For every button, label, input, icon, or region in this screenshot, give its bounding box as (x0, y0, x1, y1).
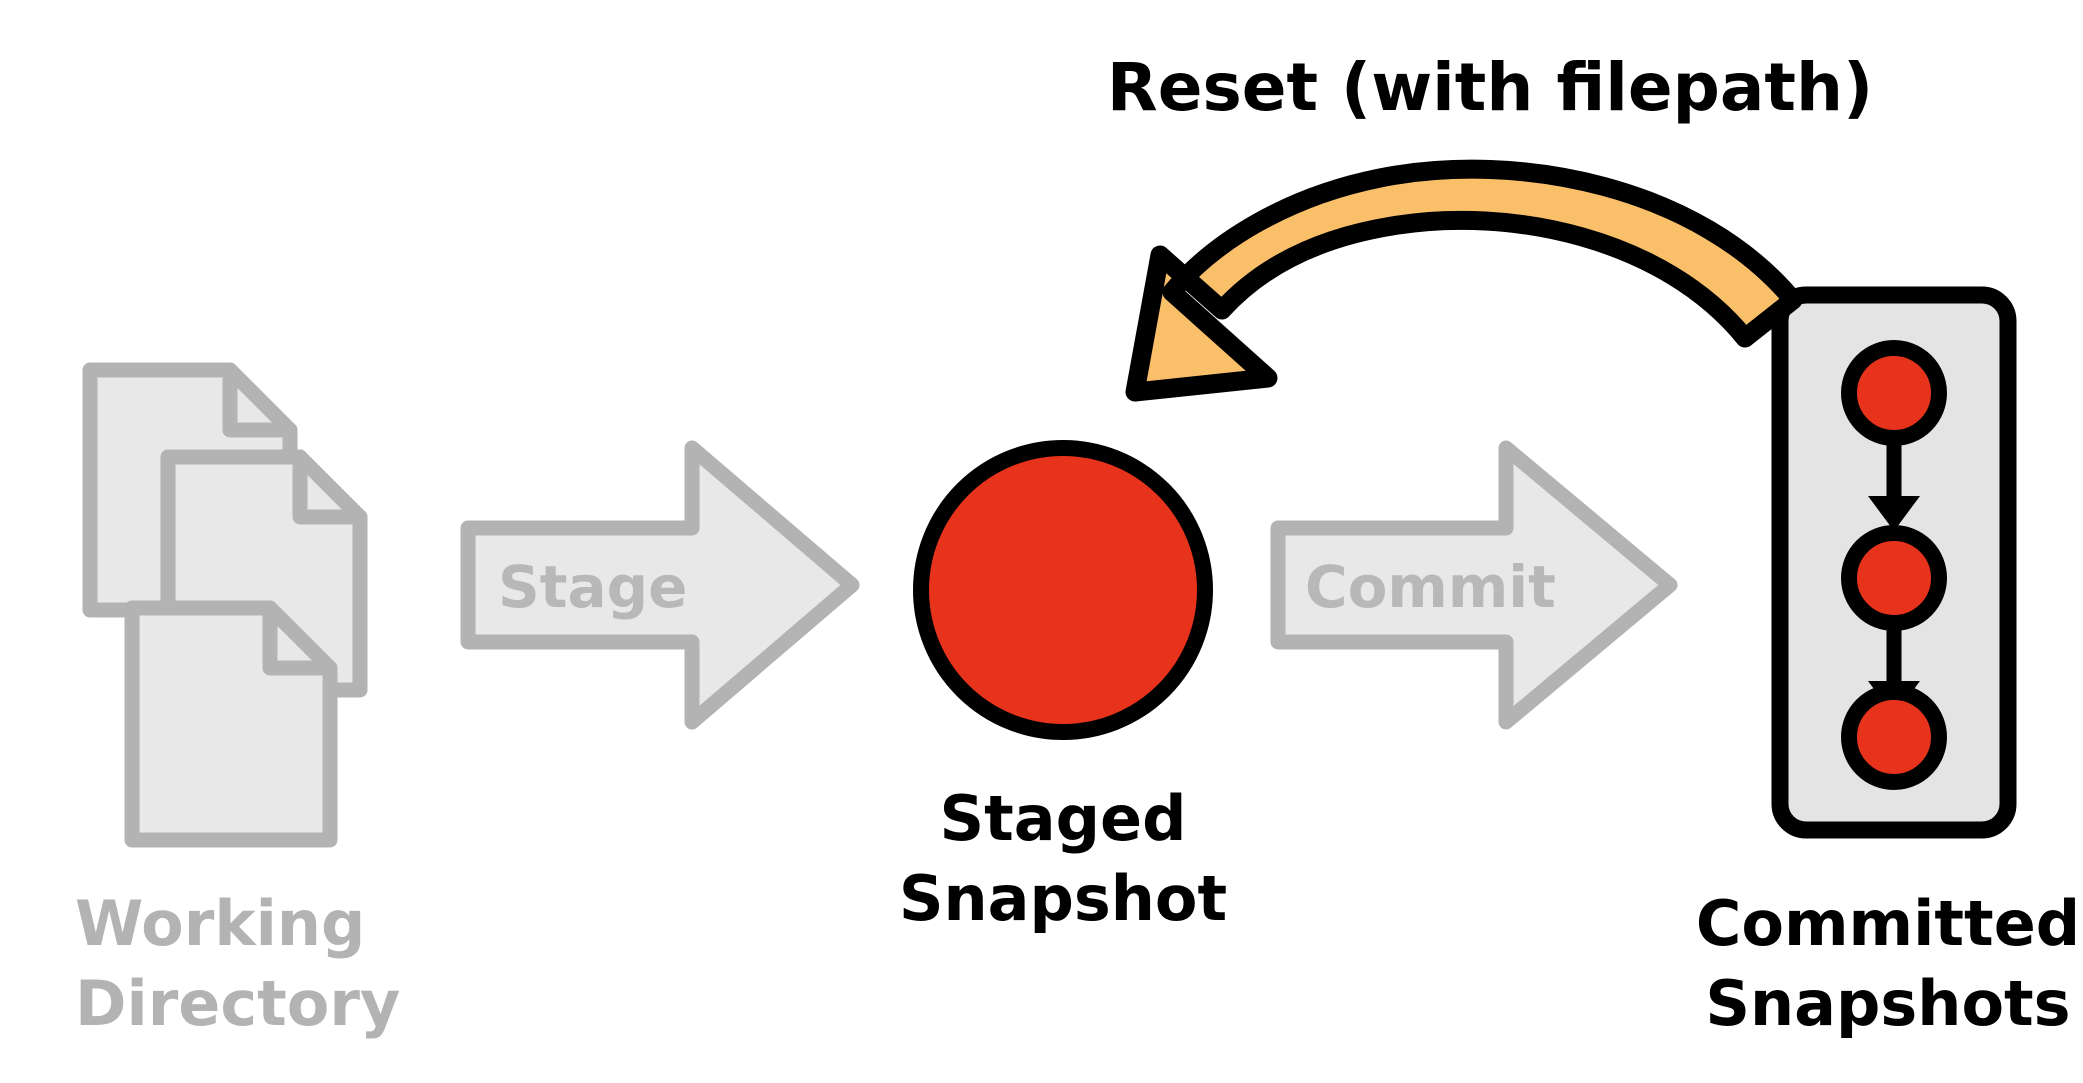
commit-arrow[interactable]: Commit (1270, 440, 1678, 730)
committed-snapshots-node[interactable]: Committed Snapshots (1696, 286, 2080, 1040)
reset-arrow-label: Reset (with filepath) (1107, 49, 1873, 126)
staged-snapshot-node[interactable]: Staged Snapshot (899, 440, 1227, 935)
committed-snapshots-label-line1: Committed (1696, 887, 2080, 960)
commit-node-icon (1841, 525, 1947, 631)
reset-arrow[interactable]: Reset (with filepath) (1107, 49, 1873, 402)
staged-snapshot-label-line2: Snapshot (899, 862, 1227, 935)
red-circle-icon (913, 440, 1213, 740)
working-directory-label-line2: Directory (75, 967, 400, 1040)
staged-snapshot-label-line1: Staged (940, 782, 1187, 855)
commit-node-icon (1841, 340, 1947, 446)
document-icon (124, 600, 338, 848)
stage-arrow-label: Stage (498, 553, 688, 621)
working-directory-node[interactable]: Working Directory (75, 362, 400, 1040)
commit-node-icon (1841, 684, 1947, 790)
committed-snapshots-label-line2: Snapshots (1705, 967, 2070, 1040)
stage-arrow[interactable]: Stage (460, 440, 860, 730)
commit-connector-arrow-icon (1868, 445, 1920, 531)
working-directory-label-line1: Working (75, 887, 365, 960)
commit-arrow-label: Commit (1305, 553, 1556, 621)
reset-arrow-shape (1125, 159, 1803, 402)
